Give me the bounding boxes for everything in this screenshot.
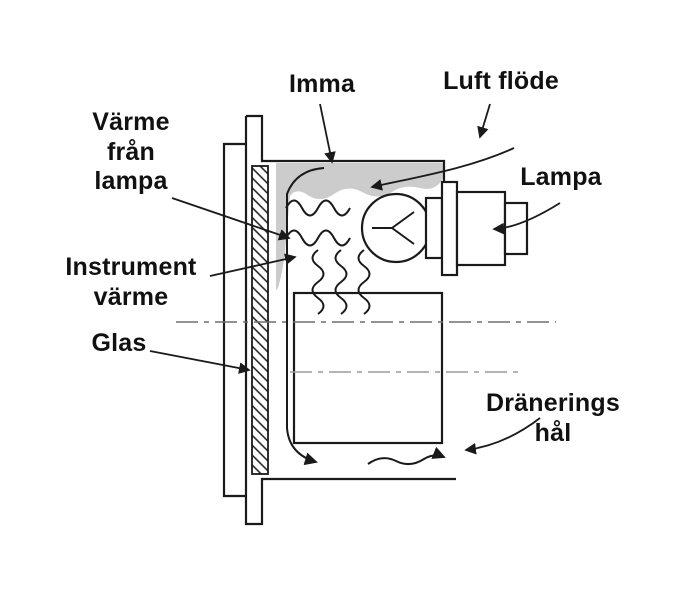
glass-flow-arrow xyxy=(286,167,325,466)
label-luft-flode: Luft flöde xyxy=(443,67,559,95)
instrument-heat-waves xyxy=(311,249,371,315)
instrument-body xyxy=(292,291,444,445)
label-instrument-varme: Instrument värme xyxy=(65,253,197,311)
luft-flode-sweep-arrow xyxy=(370,147,515,191)
lamp-cap xyxy=(503,201,529,256)
label-dranerings-hal: Dränerings hål xyxy=(486,389,620,447)
glas-arrow xyxy=(149,350,251,374)
luft-flode-arrow xyxy=(477,103,491,139)
lamp-heat-waves xyxy=(285,199,351,247)
drainage-flow-arrow xyxy=(367,446,446,465)
label-lampa: Lampa xyxy=(520,163,602,191)
label-varme-fran-lampa: Värme från lampa xyxy=(92,108,170,195)
lamp-flange xyxy=(440,180,459,277)
condensation-region xyxy=(276,163,443,290)
glass-pane xyxy=(251,165,269,475)
lamp-filament xyxy=(372,211,415,245)
imma-arrow xyxy=(319,103,336,164)
leader-arrows xyxy=(149,103,561,455)
dranerings-hal-arrow xyxy=(464,417,541,455)
case-and-panel-outline xyxy=(222,114,456,526)
lamp-socket xyxy=(424,196,444,260)
lampa-arrow xyxy=(492,202,561,235)
lamp-assembly xyxy=(360,180,529,277)
label-glas: Glas xyxy=(91,329,147,357)
varme-fran-lampa-arrow xyxy=(171,197,291,241)
label-imma: Imma xyxy=(288,70,356,98)
instrument-varme-arrow xyxy=(209,253,297,277)
